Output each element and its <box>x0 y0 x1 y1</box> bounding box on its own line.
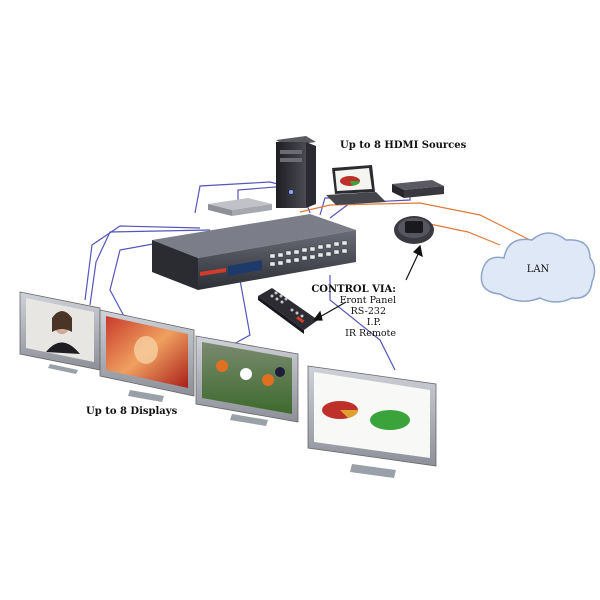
cable-display-2 <box>109 239 176 319</box>
sources-label: Up to 8 HDMI Sources <box>340 140 467 151</box>
laptop <box>326 165 386 205</box>
control-item-rs232: RS-232 <box>351 306 386 317</box>
ir-remote <box>258 288 318 334</box>
front-panel-buttons <box>269 240 348 267</box>
lan-cloud: LAN <box>480 232 596 303</box>
control-block: CONTROL VIA: Front Panel RS-232 I.P. IR … <box>311 284 396 339</box>
cable-display-4 <box>329 275 396 371</box>
lan-label: LAN <box>527 264 550 275</box>
cable-display-1 <box>84 225 201 301</box>
display-4 <box>307 365 437 478</box>
control-arrows <box>312 244 423 321</box>
display-3 <box>195 335 299 426</box>
media-player <box>208 198 272 216</box>
control-item-ir-remote: IR Remote <box>345 328 396 339</box>
hdmi-matrix-switch <box>152 214 356 290</box>
control-item-front-panel: Front Panel <box>340 295 396 306</box>
cable-display-1b <box>89 229 211 306</box>
control-item-ip: I.P. <box>367 317 381 328</box>
tower-pc <box>276 136 316 208</box>
display-2 <box>99 309 195 402</box>
cable-display-3 <box>231 279 251 346</box>
control-title: CONTROL VIA: <box>311 284 396 295</box>
set-top-box <box>392 180 444 198</box>
display-1 <box>19 291 101 374</box>
displays-label: Up to 8 Displays <box>86 406 178 417</box>
touch-panel <box>394 216 434 244</box>
lan-cables <box>299 202 531 246</box>
